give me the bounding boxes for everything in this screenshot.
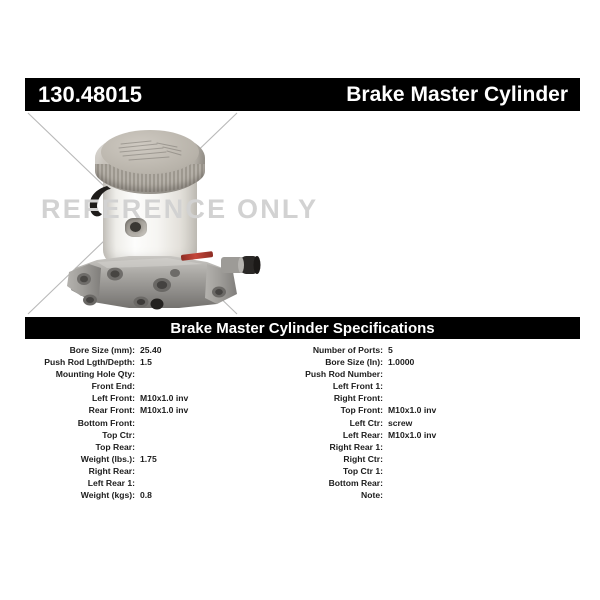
spec-row: Front End: [25,380,290,392]
spec-label: Left Front 1: [332,381,383,392]
spec-value: 0.8 [140,490,152,501]
spec-row: Mounting Hole Qty: [25,368,290,380]
spec-row: Top Front: M10x1.0 inv [297,404,580,416]
spec-row: Right Ctr: [297,453,580,465]
cylinder-body [67,256,237,310]
spec-row: Push Rod Lgth/Depth: 1.5 [25,356,290,368]
spec-value: 25.40 [140,345,162,355]
spec-value: screw [388,417,413,428]
spec-row: Left Rear: M10x1.0 inv [297,429,580,441]
spec-row: Bottom Front: [25,417,290,429]
piston-boss [221,256,261,274]
spec-label: Left Front: [92,393,135,404]
spec-value: M10x1.0 inv [388,429,437,440]
spec-label: Bottom Front: [77,417,135,428]
product-image-region: REFERENCE ONLY [25,112,580,315]
spec-label: Left Rear 1: [87,478,135,489]
spec-row: Right Rear: [25,465,290,477]
spec-value: 5 [388,345,393,355]
spec-label: Push Rod Number: [305,369,383,380]
spec-row: Top Rear: [25,441,290,453]
spec-row: Bore Size (In): 1.0000 [297,356,580,368]
specifications-title: Brake Master Cylinder Specifications [170,319,435,337]
spec-row: Top Ctr: [25,429,290,441]
spec-row: Weight (kgs): 0.8 [25,489,290,501]
spec-label: Push Rod Lgth/Depth: [44,357,135,368]
spec-label: Mounting Hole Qty: [55,369,135,380]
spec-value: 1.0000 [388,357,415,368]
product-name: Brake Master Cylinder [346,83,568,106]
spec-label: Top Rear: [95,441,135,452]
spec-row: Right Front: [297,392,580,404]
spec-value: 1.75 [140,453,157,464]
spec-row: Right Rear 1: [297,441,580,453]
spec-label: Note: [361,490,383,501]
spec-value: M10x1.0 inv [140,405,189,416]
spec-row: Bottom Rear: [297,477,580,489]
spec-row: Rear Front: M10x1.0 inv [25,404,290,416]
spec-row: Left Rear 1: [25,477,290,489]
spec-label: Bottom Rear: [328,478,383,489]
spec-row: Left Front 1: [297,380,580,392]
spec-value: 1.5 [140,357,152,368]
spec-label: Rear Front: [88,405,135,416]
spec-label: Top Front: [340,405,383,416]
spec-label: Top Ctr 1: [343,465,383,476]
part-number: 130.48015 [38,81,142,107]
spec-label: Right Rear: [88,465,135,476]
spec-label: Number of Ports: [312,345,383,355]
spec-label: Bore Size (mm): [69,345,135,355]
spec-value: M10x1.0 inv [140,393,189,404]
spec-value: M10x1.0 inv [388,405,437,416]
spec-label: Weight (lbs.): [80,453,135,464]
reference-only-watermark: REFERENCE ONLY [41,194,319,224]
spec-row: Weight (lbs.): 1.75 [25,453,290,465]
header-bar: 130.48015 Brake Master Cylinder [25,78,580,111]
spec-label: Right Front: [333,393,383,404]
spec-row: Note: [297,489,580,501]
spec-row: Left Front: M10x1.0 inv [25,392,290,404]
spec-label: Left Rear: [342,429,383,440]
cap-embossed-text [118,140,182,161]
spec-row: Top Ctr 1: [297,465,580,477]
spec-label: Front End: [91,381,135,392]
spec-row: Bore Size (mm): 25.40 [25,344,290,356]
spec-label: Weight (kgs): [80,490,135,501]
specifications-title-bar: Brake Master Cylinder Specifications [25,317,580,339]
spec-label: Right Rear 1: [329,441,383,452]
spec-label: Right Ctr: [343,453,383,464]
spec-label: Bore Size (In): [325,357,383,368]
spec-row: Push Rod Number: [297,368,580,380]
spec-label: Top Ctr: [102,429,135,440]
spec-row: Left Ctr: screw [297,417,580,429]
spec-row: Number of Ports: 5 [297,344,580,356]
spec-label: Left Ctr: [349,417,383,428]
